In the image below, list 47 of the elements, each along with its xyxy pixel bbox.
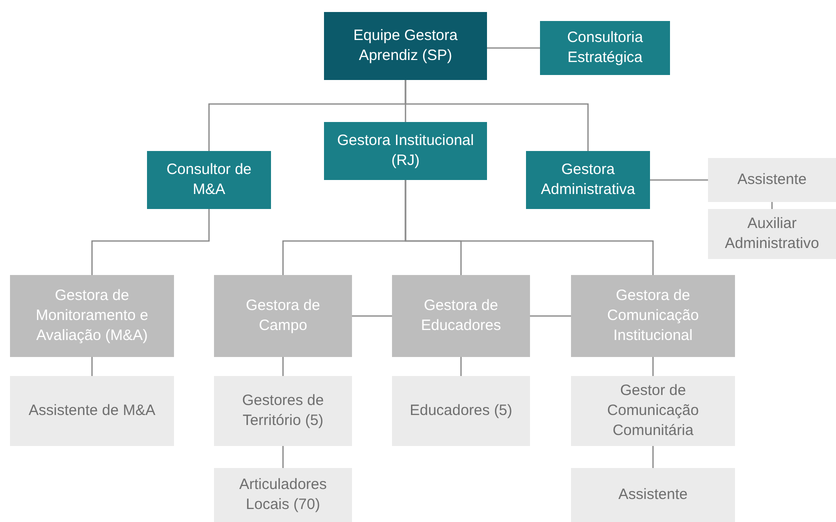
connector-line [91, 357, 93, 376]
connector-line [650, 179, 708, 181]
org-box [10, 275, 174, 357]
role-title: Assistente [737, 170, 807, 190]
org-box [392, 275, 530, 357]
role-title: Auxiliar Administrativo [724, 214, 820, 254]
org-box [392, 376, 530, 446]
org-box [214, 376, 352, 446]
connector-line [460, 357, 462, 376]
role-title: Gestora de Educadores [420, 296, 502, 336]
role-title: Gestor de Comunicação Comunitária [606, 381, 700, 441]
connector-line [404, 80, 589, 151]
org-box [540, 21, 670, 75]
connector-line [352, 315, 392, 317]
org-box [571, 275, 735, 357]
role-title: Consultor de M&A [165, 160, 253, 200]
connector-line [91, 209, 210, 275]
org-box [214, 468, 352, 522]
connector-line [652, 357, 654, 376]
org-box [147, 151, 271, 209]
org-box [708, 209, 836, 259]
role-title: Equipe Gestora Aprendiz (SP) [352, 26, 459, 66]
role-title: Articuladores Locais (70) [238, 475, 328, 515]
role-title: Assistente de M&A [28, 401, 156, 421]
org-box [571, 468, 735, 522]
role-title: Gestora Administrativa [540, 160, 636, 200]
role-title: Consultoria Estratégica [566, 28, 644, 68]
org-box [526, 151, 650, 209]
org-box [324, 12, 487, 80]
connector-line [530, 315, 571, 317]
role-title: Gestora Institucional (RJ) [336, 131, 475, 171]
connector-line [652, 446, 654, 468]
role-title: Gestora de Comunicação Institucional [606, 286, 700, 346]
connector-line [487, 47, 540, 49]
org-box [324, 122, 487, 180]
role-title: Gestora de Campo [244, 296, 322, 336]
role-title: Gestores de Território (5) [241, 391, 325, 431]
org-box [214, 275, 352, 357]
org-box [10, 376, 174, 446]
org-box [571, 376, 735, 446]
org-box [708, 158, 836, 202]
connector-line [282, 446, 284, 468]
role-title: Educadores (5) [410, 401, 512, 421]
role-title: Gestora de Monitoramento e Avaliação (M&A) [34, 286, 150, 346]
connector-line [404, 180, 654, 275]
connector-line [282, 357, 284, 376]
role-title: Assistente [618, 485, 688, 505]
